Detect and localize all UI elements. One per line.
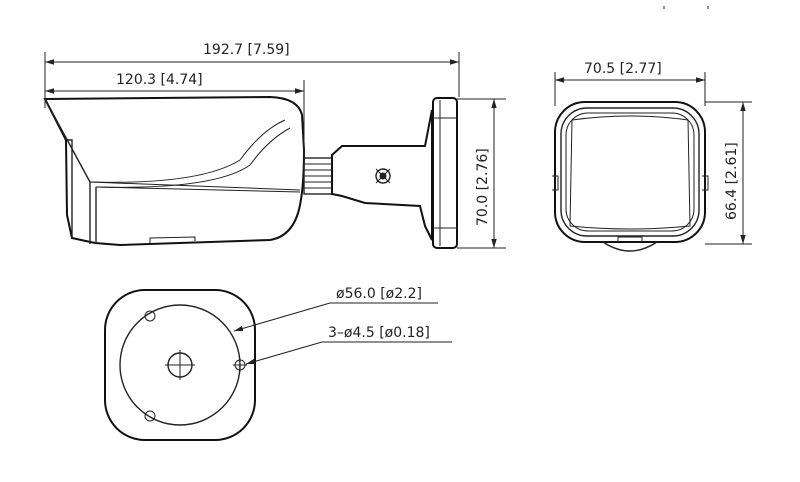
- wall-plate: [432, 97, 458, 249]
- corner-mark: [663, 6, 709, 9]
- screw-icon: [375, 168, 391, 184]
- width-dimension: 70.5 [2.77]: [554, 61, 706, 106]
- hole-spec-label: 3–ø4.5 [ø0.18]: [328, 325, 430, 341]
- mount-bracket-arm: [331, 109, 433, 241]
- front-height-dimension: 66.4 [2.61]: [705, 101, 752, 245]
- mounting-hole-icon: [144, 410, 156, 422]
- total-length-label: 192.7 [7.59]: [203, 42, 290, 58]
- body-length-dimension: 120.3 [4.74]: [45, 72, 305, 156]
- body-length-label: 120.3 [4.74]: [116, 72, 203, 88]
- diameter-callout: ø56.0 [ø2.2]: [233, 286, 438, 332]
- base-diameter-label: ø56.0 [ø2.2]: [336, 286, 422, 302]
- front-height-label: 66.4 [2.61]: [724, 142, 740, 220]
- side-view: [43, 95, 458, 249]
- base-view: [104, 289, 256, 441]
- mount-height-dimension: 70.0 [2.76]: [457, 98, 506, 249]
- hole-callout: 3–ø4.5 [ø0.18]: [245, 325, 452, 365]
- width-label: 70.5 [2.77]: [584, 61, 662, 77]
- front-view: [552, 101, 709, 252]
- front-bracket: [602, 241, 658, 252]
- front-housing-outer: [554, 101, 706, 243]
- mount-height-label: 70.0 [2.76]: [475, 148, 491, 226]
- base-plate-outline: [104, 289, 256, 441]
- mounting-hole-icon: [144, 310, 156, 322]
- total-length-dimension: 192.7 [7.59]: [44, 42, 460, 108]
- camera-housing-outline: [43, 95, 306, 247]
- mounting-hole-icon: [233, 358, 247, 372]
